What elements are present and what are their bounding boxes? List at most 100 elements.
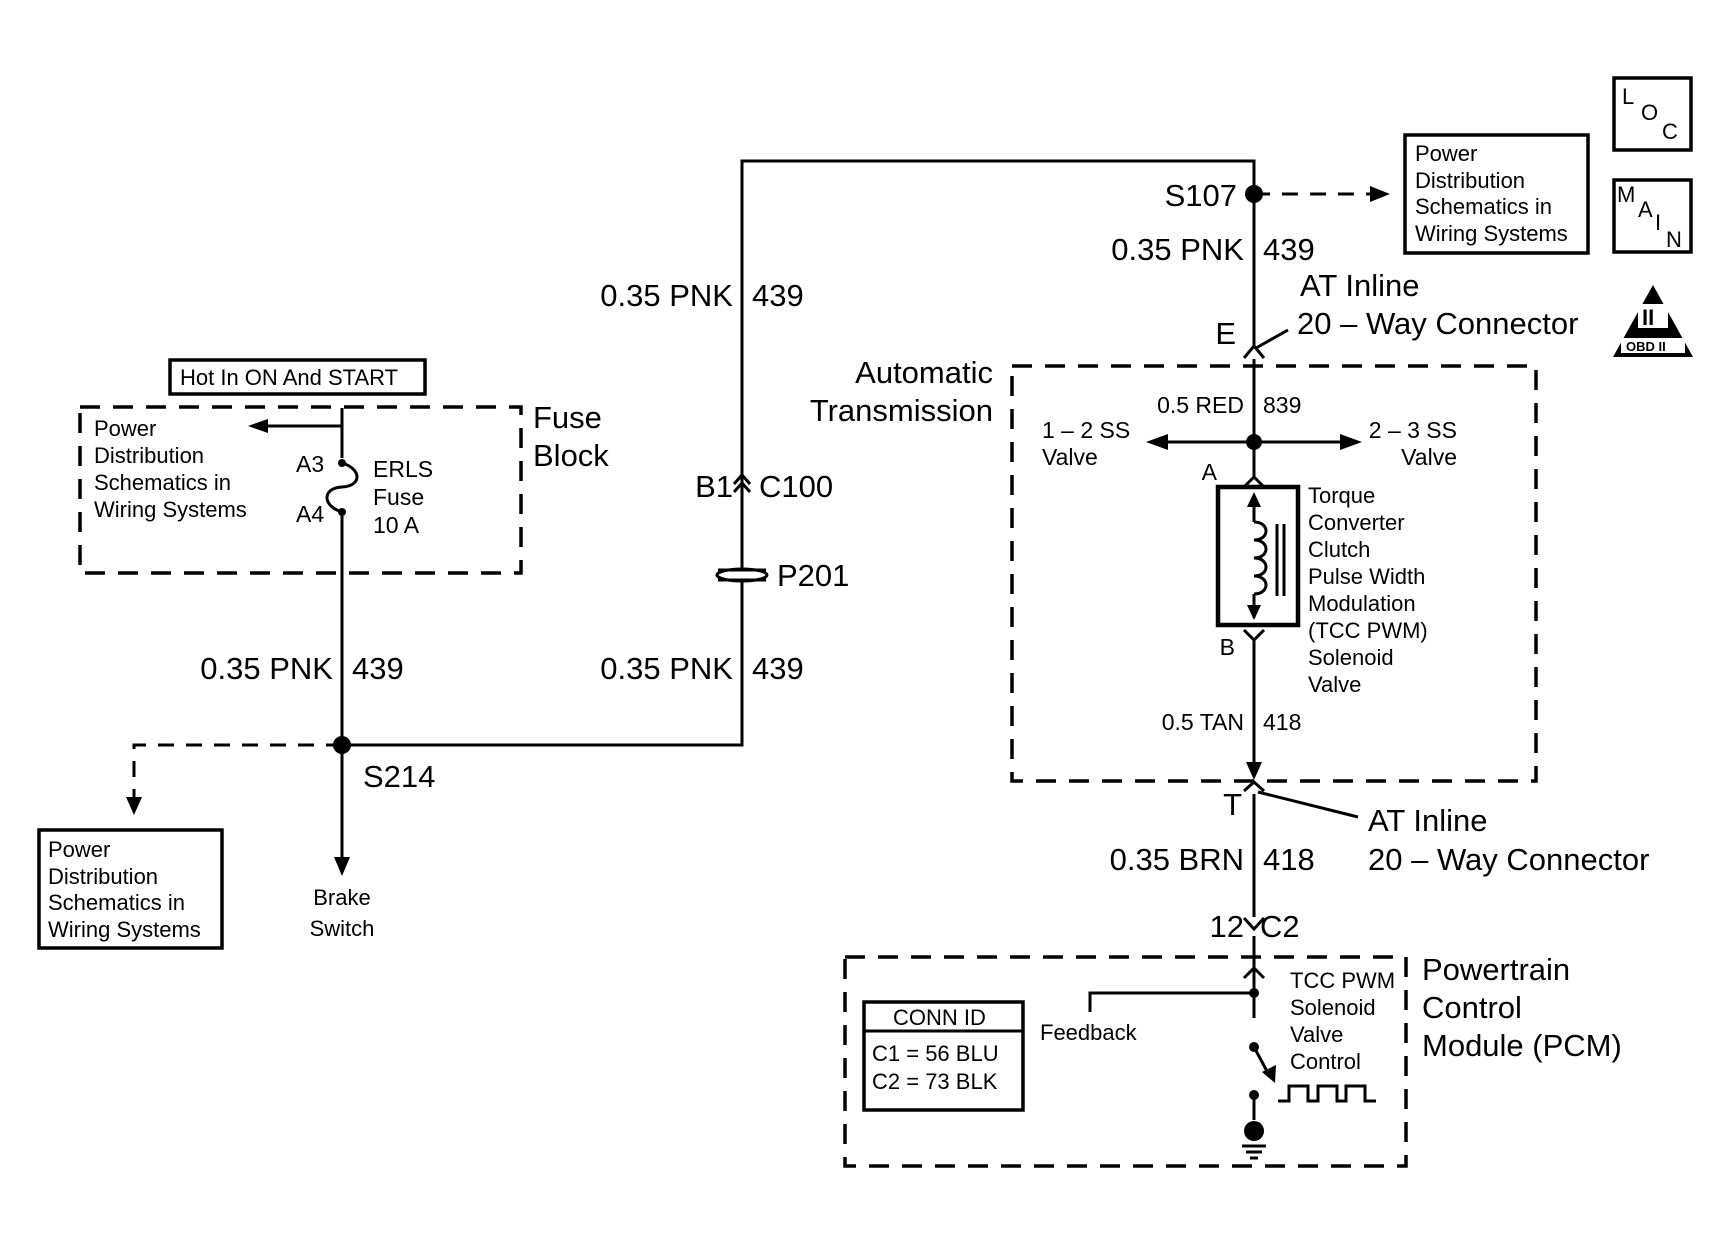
- pcm-control-label: Control: [1290, 1049, 1361, 1074]
- wire-circuit-label: 839: [1263, 392, 1301, 418]
- loc-badge[interactable]: L O C: [1612, 76, 1693, 152]
- solenoid-label: Torque: [1308, 483, 1375, 508]
- wire-size-label: 0.35 PNK: [600, 278, 733, 313]
- valve-2-3-label: Valve: [1401, 444, 1457, 470]
- hot-in-badge: Hot In ON And START: [180, 365, 398, 390]
- junction-dot: [1249, 988, 1259, 998]
- power-dist-reference-fuse-block[interactable]: Power Distribution Schematics in Wiring …: [94, 416, 247, 522]
- at-inline-connector-label: AT Inline: [1300, 268, 1419, 303]
- at-inline-connector-label: 20 – Way Connector: [1368, 842, 1649, 877]
- connector-leader: [1255, 328, 1289, 350]
- solenoid-label: Solenoid: [1308, 645, 1394, 670]
- solenoid-label: (TCC PWM): [1308, 618, 1428, 643]
- wire-size-label: 0.35 PNK: [200, 651, 333, 686]
- conn-id-title: CONN ID: [893, 1005, 986, 1030]
- arrow-head: [1370, 186, 1390, 202]
- main-badge[interactable]: M A I N: [1612, 178, 1693, 254]
- pin-e-label: E: [1215, 316, 1236, 351]
- switch-contact-dot: [1249, 1042, 1259, 1052]
- arrow-heads: [248, 419, 1362, 1083]
- pcm-control-label: Valve: [1290, 1022, 1343, 1047]
- valve-1-2-label: Valve: [1042, 444, 1098, 470]
- power-dist-line: Schematics in: [1415, 194, 1552, 219]
- pcm-label: Control: [1422, 990, 1522, 1025]
- brake-switch-label: Brake: [313, 885, 370, 910]
- fuse-name-label: Fuse: [373, 484, 424, 510]
- fuse-symbol: [325, 461, 359, 514]
- valve-1-2-label: 1 – 2 SS: [1042, 417, 1130, 443]
- wire-circuit-label: 439: [752, 651, 804, 686]
- main-letter: N: [1666, 227, 1682, 252]
- automatic-transmission-label: Transmission: [810, 393, 993, 428]
- obd-ii-badge[interactable]: II OBD II: [1613, 285, 1693, 357]
- power-dist-line: Wiring Systems: [48, 917, 201, 942]
- p201-connector-symbol: [715, 567, 769, 583]
- power-dist-reference-bottom-left[interactable]: Power Distribution Schematics in Wiring …: [37, 828, 224, 950]
- pin-t-label: T: [1223, 787, 1242, 822]
- brake-switch-label: Switch: [310, 916, 375, 941]
- connector-symbols: [732, 343, 1266, 980]
- power-dist-reference-top-right[interactable]: Power Distribution Schematics in Wiring …: [1403, 133, 1590, 255]
- conn-id-row: C2 = 73 BLK: [872, 1069, 998, 1094]
- at-inline-connector-label: 20 – Way Connector: [1297, 306, 1578, 341]
- hot-in-badge-box: [168, 358, 427, 396]
- fuse-block-label: Block: [533, 438, 609, 473]
- power-dist-line: Power: [1415, 141, 1477, 166]
- wire-size-label: 0.35 PNK: [600, 651, 733, 686]
- power-dist-line: Wiring Systems: [94, 497, 247, 522]
- conn-id-row: C1 = 56 BLU: [872, 1041, 999, 1066]
- automatic-transmission-box: [1010, 364, 1538, 783]
- loc-letter: L: [1622, 84, 1634, 109]
- solenoid-label: Converter: [1308, 510, 1405, 535]
- obd-text: OBD II: [1626, 339, 1666, 354]
- power-dist-line: Distribution: [48, 864, 158, 889]
- ground-symbol: [1242, 1121, 1266, 1160]
- main-letter: A: [1638, 197, 1653, 222]
- wires: [260, 159, 1348, 1120]
- splice-s107-label: S107: [1165, 178, 1237, 213]
- pin-a4-label: A4: [296, 501, 324, 527]
- valve-2-3-label: 2 – 3 SS: [1369, 417, 1457, 443]
- loc-letter: C: [1662, 119, 1678, 144]
- pcm-control-label: TCC PWM: [1290, 968, 1395, 993]
- wire-circuit-label: 439: [752, 278, 804, 313]
- pcm-pin-label: 12: [1210, 909, 1244, 944]
- solenoid-label: Pulse Width: [1308, 564, 1425, 589]
- pin-b-label: B: [1220, 634, 1235, 660]
- wire-circuit-label: 439: [352, 651, 404, 686]
- fuse-name-label: 10 A: [373, 512, 420, 538]
- pcm-label: Module (PCM): [1422, 1028, 1622, 1063]
- switch-contact-dot: [1249, 1090, 1259, 1100]
- wire-circuit-label: 439: [1263, 232, 1315, 267]
- pcm-label: Powertrain: [1422, 952, 1570, 987]
- loc-letter: O: [1641, 100, 1658, 125]
- power-dist-line: Power: [94, 416, 156, 441]
- power-dist-line: Schematics in: [94, 470, 231, 495]
- main-letter: I: [1655, 210, 1661, 235]
- fuse-block-label: Fuse: [533, 400, 602, 435]
- power-dist-line: Distribution: [94, 443, 204, 468]
- solenoid-label: Clutch: [1308, 537, 1370, 562]
- pcm-control-label: Solenoid: [1290, 995, 1376, 1020]
- wire-size-label: 0.35 BRN: [1110, 842, 1244, 877]
- fuse-block-box: [78, 405, 523, 575]
- feedback-label: Feedback: [1040, 1020, 1138, 1045]
- connector-b1-label: B1: [695, 469, 733, 504]
- splice-s214-label: S214: [363, 759, 435, 794]
- pcm-connector-label: C2: [1260, 909, 1300, 944]
- power-dist-line: Wiring Systems: [1415, 221, 1568, 246]
- power-dist-line: Distribution: [1415, 168, 1525, 193]
- wire-size-label: 0.5 RED: [1157, 392, 1244, 418]
- pwm-waveform-icon: [1278, 1084, 1376, 1103]
- at-inline-connector-label: AT Inline: [1368, 803, 1487, 838]
- solenoid-label: Valve: [1308, 672, 1361, 697]
- arrow-head: [126, 797, 142, 815]
- wire-circuit-label: 418: [1263, 842, 1315, 877]
- fuse-name-label: ERLS: [373, 456, 433, 482]
- power-dist-line: Power: [48, 837, 110, 862]
- wire-size-label: 0.35 PNK: [1111, 232, 1244, 267]
- obd-numeral: II: [1642, 305, 1654, 330]
- pin-a3-label: A3: [296, 451, 324, 477]
- connector-p201-label: P201: [777, 558, 849, 593]
